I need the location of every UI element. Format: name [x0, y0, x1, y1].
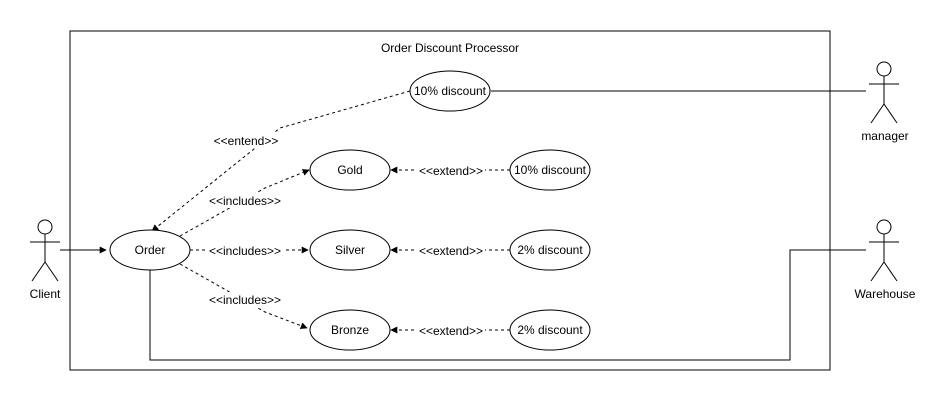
- use-case-bronze[interactable]: Bronze: [309, 309, 391, 351]
- actor-manager-label: manager: [861, 129, 908, 143]
- use-case-order-label: Order: [135, 243, 166, 257]
- actor-client-label: Client: [30, 287, 61, 301]
- use-case-silver[interactable]: Silver: [309, 229, 391, 271]
- use-case-order[interactable]: Order: [109, 229, 191, 271]
- actor-client-head-icon: [37, 219, 53, 235]
- use-case-gold[interactable]: Gold: [309, 149, 391, 191]
- system-title: Order Discount Processor: [381, 41, 519, 55]
- actor-warehouse-label: Warehouse: [855, 287, 916, 301]
- relation-order-bronze: [179, 263, 308, 330]
- actor-manager[interactable]: [869, 61, 899, 124]
- actor-manager-head-icon: [876, 61, 892, 77]
- label-order-manager-discount: <<entend>>: [214, 134, 279, 148]
- use-case-silver-discount[interactable]: 2% discount: [509, 229, 591, 271]
- use-case-bronze-discount[interactable]: 2% discount: [509, 309, 591, 351]
- use-case-silver-discount-label: 2% discount: [517, 243, 583, 257]
- association-order-warehouse: [149, 249, 866, 361]
- actor-warehouse-head-icon: [876, 219, 892, 235]
- use-case-gold-discount-label: 10% discount: [514, 163, 587, 177]
- label-bronze-extend: <<extend>>: [419, 324, 483, 338]
- use-case-manager-discount-label: 10% discount: [414, 84, 487, 98]
- relation-order-gold: [179, 169, 310, 237]
- label-gold-extend: <<extend>>: [419, 164, 483, 178]
- label-silver-extend: <<extend>>: [419, 244, 483, 258]
- use-case-bronze-discount-label: 2% discount: [517, 323, 583, 337]
- use-case-silver-label: Silver: [335, 243, 365, 257]
- label-order-bronze: <<includes>>: [209, 293, 281, 307]
- label-order-silver: <<includes>>: [209, 244, 281, 258]
- system-boundary: [69, 30, 831, 371]
- actor-client[interactable]: [30, 219, 60, 282]
- actor-warehouse[interactable]: [869, 219, 899, 282]
- use-case-gold-label: Gold: [337, 163, 362, 177]
- use-case-manager-discount[interactable]: 10% discount: [409, 70, 491, 112]
- label-order-gold: <<includes>>: [209, 194, 281, 208]
- use-case-bronze-label: Bronze: [331, 323, 369, 337]
- use-case-gold-discount[interactable]: 10% discount: [509, 149, 591, 191]
